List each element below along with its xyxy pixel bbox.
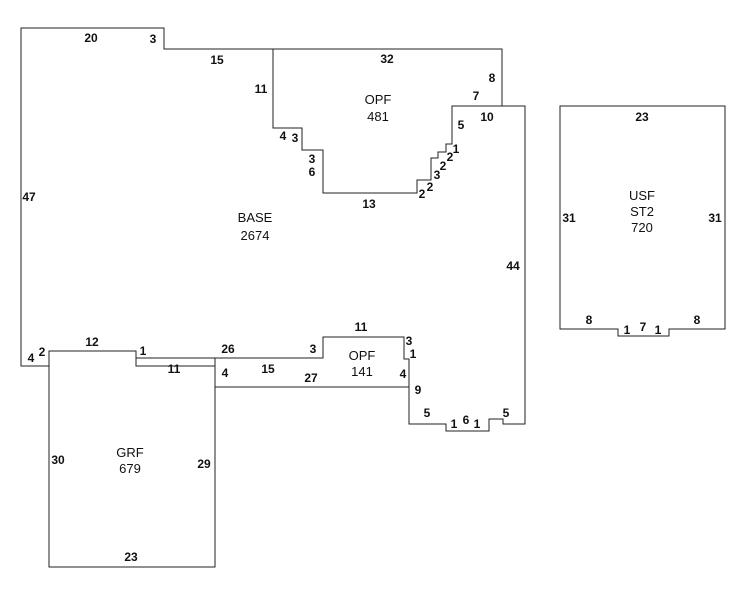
- dimension-label: 1: [140, 344, 147, 358]
- dimension-label: 26: [221, 342, 235, 356]
- opf-bottom-area-sqft: 141: [351, 364, 373, 379]
- dimension-label: 2: [440, 159, 447, 173]
- dimension-label: 31: [562, 211, 576, 225]
- grf-area-code: GRF: [116, 445, 144, 460]
- dimension-label: 2: [419, 187, 426, 201]
- dimension-label: 1: [410, 347, 417, 361]
- dimension-label: 4: [222, 366, 229, 380]
- dimension-label: 47: [22, 190, 36, 204]
- dimension-label: 9: [415, 383, 422, 397]
- dimension-label: 6: [463, 413, 470, 427]
- dimension-label: 1: [451, 417, 458, 431]
- dimension-label: 3: [150, 32, 157, 46]
- dimension-label: 11: [255, 82, 268, 96]
- dimension-label: 29: [197, 457, 211, 471]
- base-area-sqft: 2674: [241, 228, 270, 243]
- dimension-label: 31: [708, 211, 722, 225]
- dimension-label: 3: [292, 131, 299, 145]
- dimension-label: 12: [85, 335, 99, 349]
- opf-top-area-sqft: 481: [367, 109, 389, 124]
- grf-area-sqft: 679: [119, 461, 141, 476]
- opf-top-area-code: OPF: [365, 92, 392, 107]
- dimension-label: 4: [28, 351, 35, 365]
- dimension-label: 2: [427, 180, 434, 194]
- usf-outline: [559, 105, 726, 337]
- dimension-label: 27: [304, 371, 318, 385]
- usf-area-sqft: 720: [631, 220, 653, 235]
- grf-outline: [48, 350, 216, 568]
- dimension-label: 3: [310, 342, 317, 356]
- dimension-label: 5: [424, 406, 431, 420]
- dimension-label: 5: [503, 406, 510, 420]
- dimension-label: 6: [309, 165, 316, 179]
- opf-top-outline: [272, 49, 502, 194]
- dimension-label: 11: [355, 320, 368, 334]
- dimension-label: 44: [506, 259, 520, 273]
- dimension-label: 1: [453, 142, 460, 156]
- opf-bottom-area-code: OPF: [349, 348, 376, 363]
- dimension-label: 15: [210, 53, 224, 67]
- dimension-label: 4: [280, 129, 287, 143]
- dimension-label: 3: [434, 168, 441, 182]
- dimension-label: 13: [362, 197, 376, 211]
- dimension-label: 8: [586, 313, 593, 327]
- dimension-label: 3: [309, 152, 316, 166]
- dimension-label: 4: [400, 367, 407, 381]
- dimension-label: 2: [447, 150, 454, 164]
- dimension-label: 7: [473, 89, 480, 103]
- dimension-label: 7: [640, 320, 647, 334]
- dimension-label: 23: [124, 550, 138, 564]
- dimension-label: 10: [480, 110, 494, 124]
- dimension-label: 23: [635, 110, 649, 124]
- dimension-label: 30: [51, 453, 65, 467]
- dimension-label: 3: [406, 334, 413, 348]
- dimension-label: 15: [261, 362, 275, 376]
- dimension-label: 2: [39, 345, 46, 359]
- usf-area-code: USF: [629, 188, 655, 203]
- dimension-label: 11: [168, 362, 181, 376]
- base-area-code: BASE: [238, 210, 273, 225]
- dimension-label: 1: [474, 417, 481, 431]
- usf-area-subcode: ST2: [630, 204, 654, 219]
- dimension-label: 1: [655, 323, 662, 337]
- dimension-label: 32: [380, 52, 394, 66]
- dimension-label: 5: [458, 118, 465, 132]
- dimension-label: 1: [624, 323, 631, 337]
- dimension-label: 8: [489, 71, 496, 85]
- dimension-label: 20: [84, 31, 98, 45]
- dimension-label: 8: [694, 313, 701, 327]
